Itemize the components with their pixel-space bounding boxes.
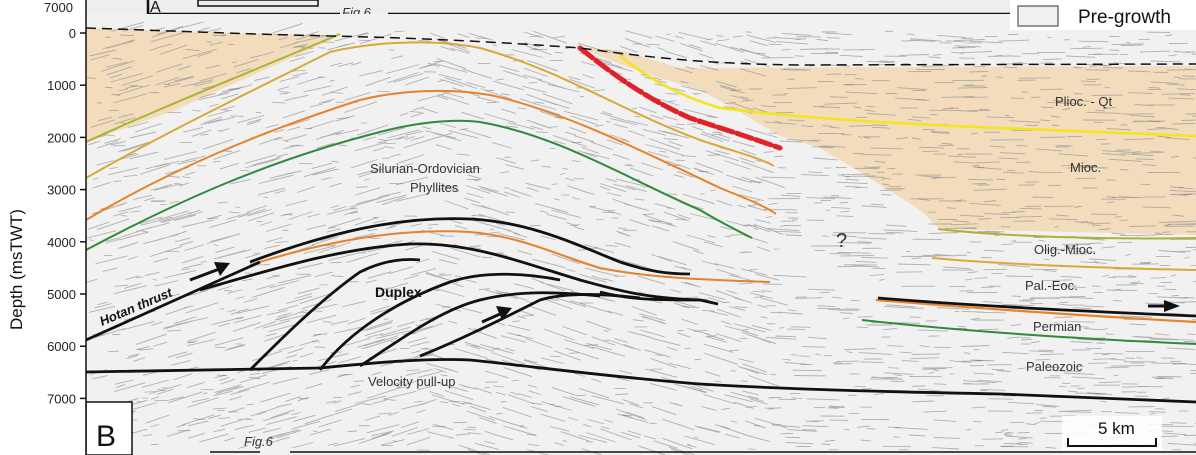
y-tick-label: 1000: [47, 78, 76, 93]
label-velocity-pullup: Velocity pull-up: [368, 374, 455, 389]
horizons: [86, 33, 1196, 345]
thrust-faults: [86, 217, 1196, 404]
growth-strata-right: [580, 48, 1196, 235]
duplex-horse-3: [359, 291, 601, 368]
legend-swatch: [1017, 5, 1059, 27]
reflector-strokes: [86, 21, 1196, 455]
seismic-texture: [86, 21, 1196, 455]
y-axis-label: Depth (msTWT): [7, 209, 26, 330]
scale-bar-label: 5 km: [1098, 419, 1135, 438]
label-pal-eoc: Pal.-Eoc.: [1025, 278, 1078, 293]
roof-thrust: [249, 217, 691, 276]
duplex-horse-2: [318, 272, 561, 371]
bottom-fig-ref: Fig.6: [244, 434, 274, 449]
label-paleozoic: Paleozoic: [1026, 359, 1083, 374]
panel-b-box: [86, 401, 133, 455]
floor-thrust: [86, 358, 1196, 404]
upper-thrust: [599, 290, 719, 306]
y-tick-label: 5000: [47, 287, 76, 302]
horizon-yellow: [619, 55, 1196, 138]
top-depth-label: 7000: [44, 0, 73, 15]
top-panel-letter: A: [150, 0, 161, 16]
duplex-horse-4: [419, 293, 641, 358]
horizon-orange-anticline: [86, 89, 777, 221]
scale-bar: 5 km: [1062, 416, 1162, 450]
horizon-green-right: [861, 319, 1196, 345]
panel-b-letter: B: [96, 420, 116, 453]
label-question: ?: [836, 230, 847, 252]
y-tick-label: 0: [69, 26, 76, 41]
label-pliocene: Plioc. - Qt: [1055, 94, 1112, 109]
y-axis-ticks: 0 1000 2000 3000 4000 5000 6000 7000: [47, 26, 86, 406]
y-axis: 0 1000 2000 3000 4000 5000 6000 7000 Depth (msT…: [7, 14, 87, 455]
right-arrow: [1148, 300, 1180, 312]
hotan-thrust: [86, 260, 261, 342]
label-olig-mioc: Olig.-Mioc.: [1034, 242, 1096, 257]
horizon-orange-right: [875, 298, 1196, 324]
label-duplex: Duplex: [375, 284, 422, 300]
duplex-horse-1: [249, 258, 421, 371]
label-miocene: Mioc.: [1070, 160, 1101, 175]
horizon-olive: [86, 33, 341, 143]
y-tick-label: 2000: [47, 130, 76, 145]
y-tick-label: 4000: [47, 235, 76, 250]
slip-arrows: [189, 262, 1180, 324]
horizon-orange-duplex: [249, 230, 771, 283]
y-tick-label: 7000: [47, 391, 76, 406]
legend-label: Pre-growth: [1078, 7, 1171, 28]
y-tick-label: 6000: [47, 339, 76, 354]
horizon-green-anticline: [86, 119, 753, 251]
surface-dashed-line: [86, 27, 1196, 66]
y-tick-label: 3000: [47, 183, 76, 198]
duplex-top: [199, 242, 701, 302]
normal-fault-red: [577, 45, 783, 151]
section-panel: Plioc. - Qt Mioc. Olig.-Mioc. Pal.-Eoc. …: [86, 14, 1196, 455]
duplex-arrow: [481, 306, 512, 324]
horizon-gold-right: [931, 257, 1196, 271]
horizon-gold-anticline: [86, 41, 775, 179]
horizon-olive-right: [937, 228, 1196, 240]
label-silurian-2: Phyllites: [410, 180, 459, 195]
hotan-arrow: [189, 262, 230, 282]
legend: Pre-growth: [1010, 0, 1196, 30]
label-permian: Permian: [1033, 319, 1081, 334]
label-silurian-1: Silurian-Ordovician: [370, 161, 480, 176]
right-thrust: [877, 296, 1196, 318]
